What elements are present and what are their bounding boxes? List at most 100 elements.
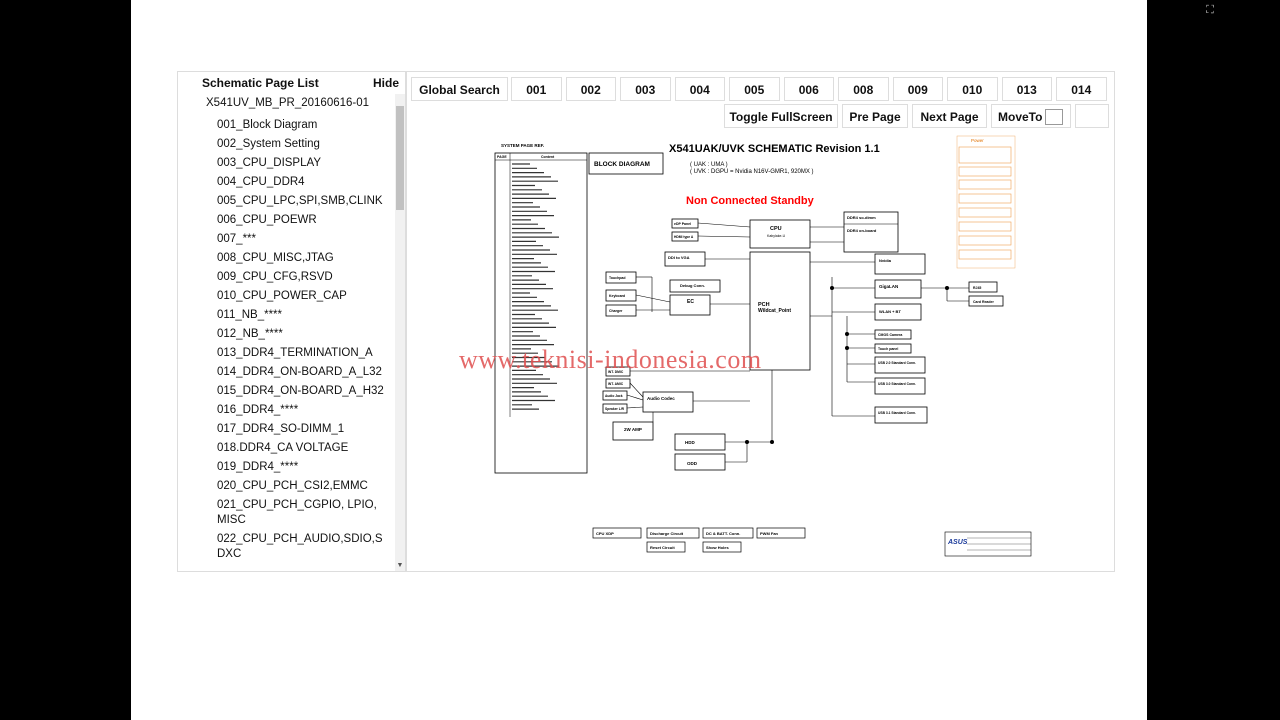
- scroll-thumb[interactable]: [396, 106, 404, 210]
- system-page-ref-label: SYSTEM PAGE REF.: [501, 143, 544, 148]
- page-tab[interactable]: 002: [565, 77, 616, 101]
- schematic-title: X541UAK/UVK SCHEMATIC Revision 1.1: [669, 143, 880, 155]
- page-list-item[interactable]: 019_DDR4_****: [217, 461, 299, 473]
- ddi-vga-label: DDI to VGA: [668, 255, 690, 260]
- pch-sub: Wildcat_Point: [758, 308, 791, 314]
- page-list-item[interactable]: 012_NB_****: [217, 328, 283, 340]
- speaker-label: Speaker L/R: [605, 407, 625, 411]
- schematic-link-label: Discharge Circuit: [650, 531, 684, 536]
- page-tab[interactable]: 009: [892, 77, 943, 101]
- global-search-button[interactable]: Global Search: [411, 77, 508, 101]
- page-list-item[interactable]: 005_CPU_LPC,SPI,SMB,CLINK: [217, 195, 383, 207]
- asus-logo: ASUS: [947, 539, 968, 546]
- page-list-item[interactable]: 014_DDR4_ON-BOARD_A_L32: [217, 366, 382, 378]
- page-list-item[interactable]: 018.DDR4_CA VOLTAGE: [217, 442, 349, 454]
- uvk-line: ( UVK : DGPU = Nvidia N16V-GMR1, 920MX ): [690, 169, 814, 175]
- junction-dots: [745, 286, 949, 444]
- page-tab[interactable]: 001: [511, 77, 562, 101]
- schematic-link-box[interactable]: [592, 527, 642, 539]
- scroll-down-arrow-icon[interactable]: ▼: [396, 562, 404, 569]
- block-diagram-schematic: SYSTEM PAGE REF. PAGE Content BLOCK DIAG…: [494, 135, 1032, 557]
- keyboard-label: Keyboard: [609, 294, 625, 298]
- move-to-go-button[interactable]: [1075, 104, 1109, 128]
- page-tab[interactable]: 010: [947, 77, 998, 101]
- next-page-button[interactable]: Next Page: [912, 104, 987, 128]
- cardreader-label: Card Reader: [973, 300, 994, 304]
- schematic-link-box[interactable]: [646, 541, 686, 553]
- schematic-link-box[interactable]: [702, 527, 754, 539]
- page-tab[interactable]: 005: [729, 77, 780, 101]
- page-tab[interactable]: 006: [783, 77, 834, 101]
- schematic-link-box[interactable]: [646, 527, 700, 539]
- page-list-item[interactable]: 011_NB_****: [217, 309, 283, 321]
- scrollbar[interactable]: ▼: [395, 94, 405, 571]
- page-list-item[interactable]: 004_CPU_DDR4: [217, 176, 305, 188]
- connection-lines: [626, 222, 969, 463]
- page-list-item[interactable]: 022_CPU_PCH_AUDIO,SDIO,SDXC: [217, 533, 383, 560]
- page-tab[interactable]: 014: [1056, 77, 1107, 101]
- block-diagram-label: BLOCK DIAGRAM: [594, 161, 650, 168]
- usb20-label: USB 2.0 Standard Conn.: [878, 361, 916, 365]
- hide-button[interactable]: Hide: [372, 76, 399, 90]
- usb31-label: USB 3.1 Standard Conn.: [878, 411, 916, 415]
- amp-label: 2W AMP: [624, 427, 642, 432]
- page-list: 001_Block Diagram 002_System Setting 003_C…: [178, 116, 393, 564]
- page-list-item[interactable]: 013_DDR4_TERMINATION_A: [217, 347, 373, 359]
- audio-codec-label: Audio Codec: [647, 396, 675, 401]
- page-tab[interactable]: 013: [1001, 77, 1052, 101]
- debug-conn-label: Debug Conn.: [680, 283, 705, 288]
- power-title: Power: [971, 138, 984, 143]
- page-list-item[interactable]: 007_***: [217, 233, 257, 245]
- schematic-link-box[interactable]: [702, 541, 742, 553]
- page-list-item[interactable]: 017_DDR4_SO-DIMM_1: [217, 423, 345, 435]
- panel-header: Schematic Page List Hide: [178, 72, 405, 94]
- page-list-item[interactable]: 010_CPU_POWER_CAP: [217, 290, 347, 302]
- power-legend: [956, 135, 1016, 269]
- page-list-item[interactable]: 020_CPU_PCH_CSI2,EMMC: [217, 480, 368, 492]
- page-tab[interactable]: 003: [620, 77, 671, 101]
- cpu-sub: Kabylake-U: [767, 234, 786, 238]
- pch-label: PCH: [758, 302, 770, 308]
- page-list-item[interactable]: 015_DDR4_ON-BOARD_A_H32: [217, 385, 384, 397]
- page-list-item[interactable]: 002_System Setting: [217, 138, 320, 150]
- edp-label: eDP Panel: [674, 222, 691, 226]
- watermark-text: www.teknisi-indonesia.com: [459, 345, 762, 374]
- wlan-label: WLAN + BT: [879, 309, 901, 314]
- move-to-input[interactable]: [1045, 109, 1063, 125]
- pch-block: [749, 251, 811, 371]
- audio-jack-label: Audio Jack: [605, 394, 623, 398]
- ddr4-onboard-label: DDR4 on-board: [847, 228, 877, 233]
- schematic-link-box[interactable]: [756, 527, 806, 539]
- schematic-link-label: CPU XDP: [596, 531, 614, 536]
- page-list-item[interactable]: 006_CPU_POEWR: [217, 214, 317, 226]
- hdmi-label: HDMI type A: [674, 235, 694, 239]
- usb30-label: USB 3.0 Standard Conn.: [878, 382, 916, 386]
- tree-root-label[interactable]: X541UV_MB_PR_20160616-01: [206, 97, 370, 109]
- toggle-fullscreen-button[interactable]: Toggle FullScreen: [724, 104, 838, 128]
- panel-title: Schematic Page List: [202, 76, 319, 90]
- page-tab[interactable]: 008: [838, 77, 889, 101]
- schematic-link-label: Show Holes: [706, 545, 729, 550]
- schematic-link-label: PWM Fan: [760, 531, 779, 536]
- ref-col-content: Content: [541, 155, 555, 159]
- rj45-label: RJ45: [973, 286, 981, 290]
- page-list-item[interactable]: 008_CPU_MISC,JTAG: [217, 252, 334, 264]
- uak-line: ( UAK : UMA ): [690, 162, 728, 168]
- page-ref-table: [494, 152, 588, 474]
- ec-label: EC: [687, 299, 694, 305]
- pre-page-button[interactable]: Pre Page: [842, 104, 908, 128]
- ref-table-rows: [512, 163, 559, 410]
- page-list-item[interactable]: 016_DDR4_****: [217, 404, 299, 416]
- ref-col-page: PAGE: [497, 155, 507, 159]
- nvidia-label: Nvidia: [879, 258, 892, 263]
- page-list-item[interactable]: 009_CPU_CFG,RSVD: [217, 271, 333, 283]
- bottom-buttons: CPU XDP Discharge Circuit DC & BATT. Conn.…: [592, 527, 806, 553]
- page-list-item[interactable]: 001_Block Diagram: [217, 119, 318, 131]
- schematic-link-label: DC & BATT. Conn.: [706, 531, 740, 536]
- page-tab[interactable]: 004: [674, 77, 725, 101]
- page-list-item[interactable]: 003_CPU_DISPLAY: [217, 157, 321, 169]
- page-list-item[interactable]: 021_CPU_PCH_CGPIO, LPIO, MISC: [217, 499, 377, 526]
- exit-fullscreen-icon[interactable]: ⛶: [1206, 4, 1214, 16]
- int-amic-label: INT. AMIC: [608, 382, 624, 386]
